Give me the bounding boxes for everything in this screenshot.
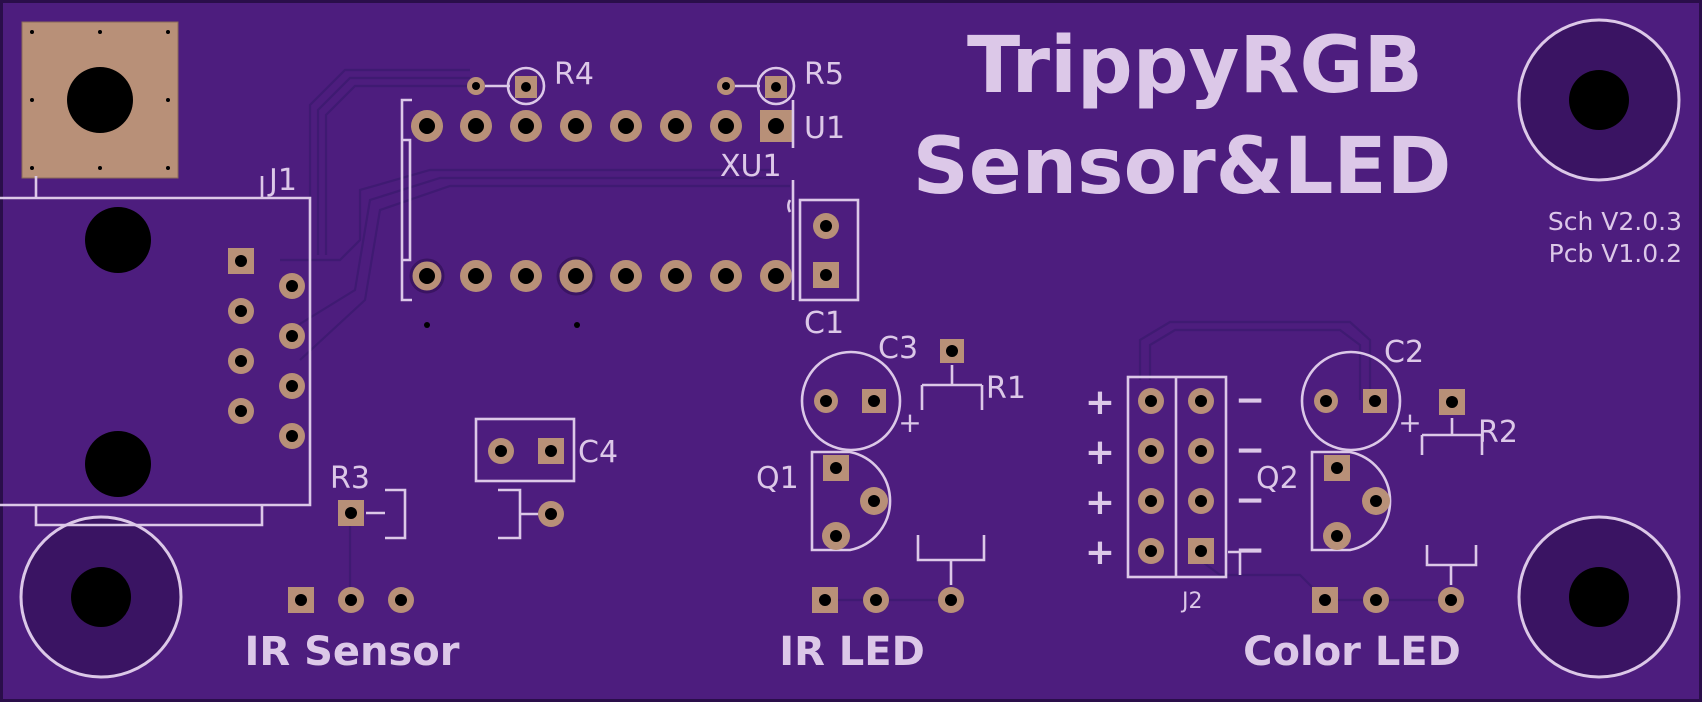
- board-title-line2: Sensor&LED: [913, 122, 1452, 212]
- refdes-r1: R1: [986, 371, 1026, 406]
- refdes-q2: Q2: [1256, 461, 1299, 496]
- refdes-c4: C4: [578, 435, 618, 470]
- refdes-c3: C3: [878, 331, 918, 366]
- j2-minus-2: −: [1235, 430, 1265, 471]
- j2-minus-3: −: [1235, 480, 1265, 521]
- label-ir-led: IR LED: [779, 629, 925, 675]
- c3-plus: +: [898, 406, 921, 439]
- r3-resistor: [338, 488, 407, 540]
- ir-led-footprint: [812, 535, 986, 613]
- refdes-q1: Q1: [756, 461, 799, 496]
- j1-rj45-connector: [0, 21, 312, 527]
- j2-plus-4: +: [1085, 532, 1115, 573]
- board-title-line1: TrippyRGB: [967, 21, 1423, 111]
- xu1-dip-socket: [400, 98, 795, 328]
- j2-header: [1126, 375, 1242, 579]
- j2-plus-3: +: [1085, 482, 1115, 523]
- r5-resistor: [717, 66, 796, 106]
- c4-resistor-footprint: [498, 488, 564, 540]
- sch-version: Sch V2.0.3: [1548, 207, 1682, 236]
- mounting-hole-top-right: [1517, 18, 1681, 182]
- c3-capacitor: [800, 350, 902, 452]
- c2-plus: +: [1398, 406, 1421, 439]
- j2-plus-1: +: [1085, 382, 1115, 423]
- color-led-footprint: [1312, 545, 1478, 613]
- pcb-version: Pcb V1.0.2: [1549, 239, 1682, 268]
- mounting-hole-bottom-right: [1517, 515, 1681, 679]
- refdes-c1: C1: [804, 306, 844, 341]
- j2-plus-2: +: [1085, 432, 1115, 473]
- refdes-r2: R2: [1478, 415, 1518, 450]
- refdes-j2: J2: [1180, 589, 1203, 614]
- q1-transistor: [810, 450, 892, 552]
- j2-minus-1: −: [1235, 380, 1265, 421]
- refdes-j1: J1: [267, 163, 297, 198]
- j2-minus-4: −: [1235, 530, 1265, 571]
- refdes-u1: U1: [804, 111, 845, 146]
- refdes-r3: R3: [330, 461, 370, 496]
- mounting-hole-bottom-left: [19, 515, 183, 679]
- refdes-r5: R5: [804, 57, 844, 92]
- label-color-led: Color LED: [1243, 629, 1461, 675]
- refdes-xu1: XU1: [720, 149, 782, 184]
- r1-resistor: [920, 339, 984, 410]
- label-ir-sensor: IR Sensor: [244, 629, 459, 675]
- r4-resistor: [467, 66, 546, 106]
- ir-sensor-footprint: [288, 587, 414, 613]
- refdes-c2: C2: [1384, 335, 1424, 370]
- refdes-r4: R4: [554, 57, 594, 92]
- c4-capacitor: [474, 417, 576, 483]
- q2-transistor: [1310, 450, 1392, 552]
- c2-capacitor: [1300, 350, 1402, 452]
- r2-resistor: [1420, 389, 1484, 455]
- c1-capacitor: [787, 198, 860, 302]
